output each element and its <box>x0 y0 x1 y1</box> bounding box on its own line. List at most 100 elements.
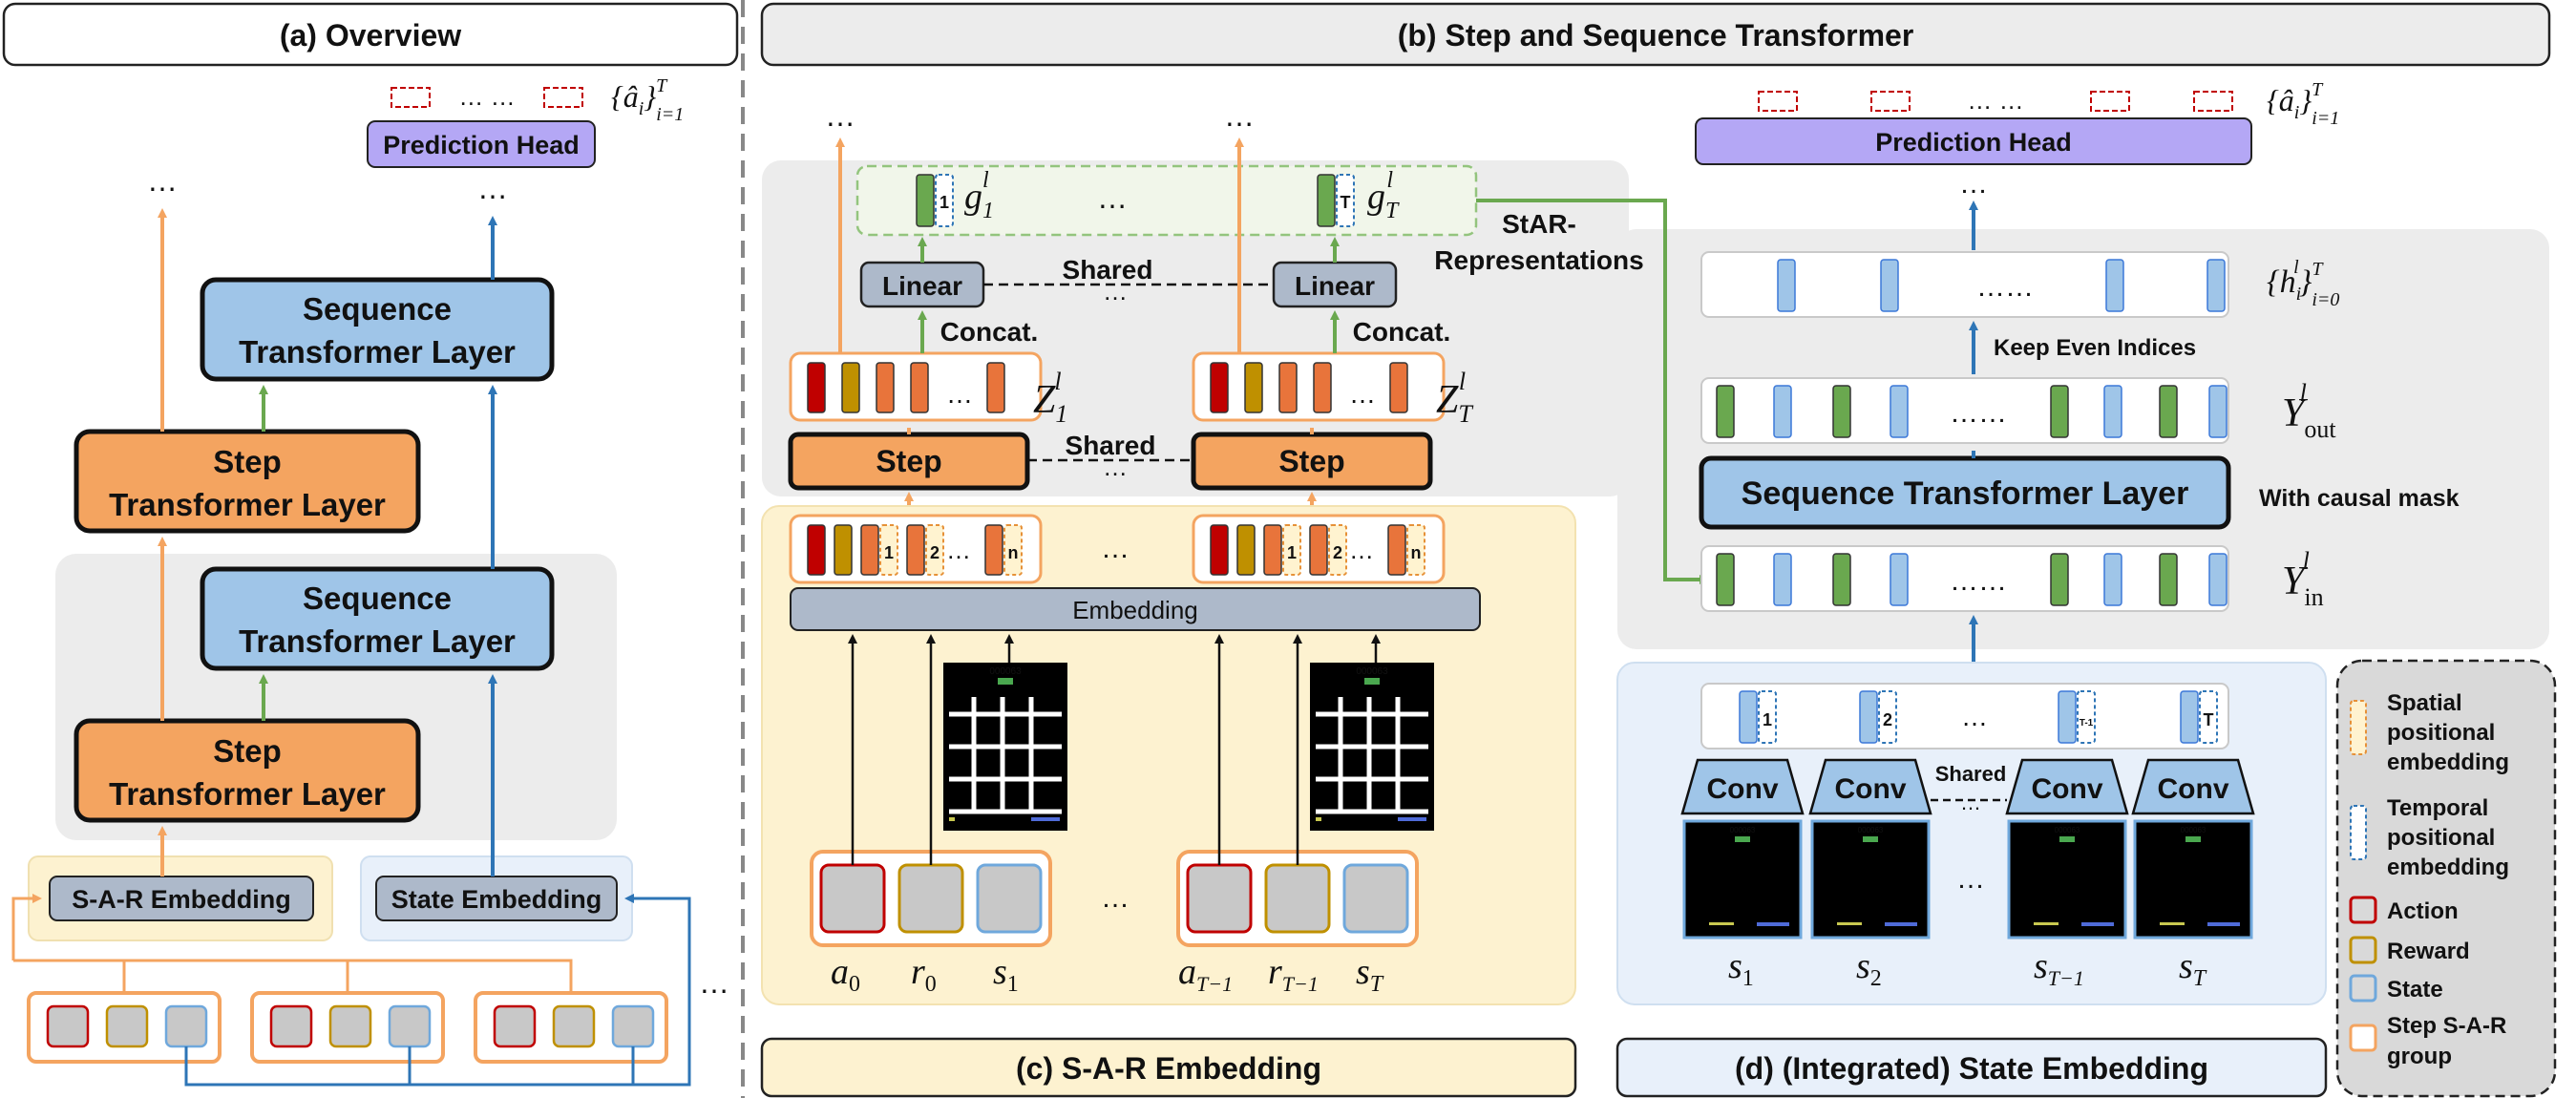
svg-text:n: n <box>1411 543 1422 562</box>
overview-sequence-layer-upper <box>200 277 555 382</box>
svg-text:…: … <box>1103 277 1128 306</box>
svg-text:Shared: Shared <box>1935 762 2007 786</box>
state-tokens-box <box>1700 683 2229 750</box>
svg-text:Shared: Shared <box>1063 255 1153 285</box>
svg-text:…: … <box>147 163 178 198</box>
overview-title: (a) Overview <box>280 18 461 53</box>
svg-text:(c) S-A-R Embedding: (c) S-A-R Embedding <box>1016 1051 1321 1086</box>
svg-text:State Embedding: State Embedding <box>391 885 602 914</box>
reward-box-T1 <box>1264 863 1331 934</box>
svg-text:(b) Step and Sequence Transfor: (b) Step and Sequence Transformer <box>1398 18 1914 53</box>
overview-state-embedding <box>375 876 618 921</box>
svg-text:embedding: embedding <box>2387 750 2509 775</box>
state-frame-2: 000063 <box>1810 819 1931 940</box>
overview-sar-embedding <box>49 876 314 921</box>
svg-text:aT−1: aT−1 <box>1178 952 1233 996</box>
conv-blocks <box>1680 758 2255 815</box>
svg-text:Z1l: Z1l <box>1033 368 1067 428</box>
svg-text:rT−1: rT−1 <box>1268 952 1319 996</box>
svg-text:s1: s1 <box>993 952 1019 997</box>
state-frame-T1: 000063 <box>2007 819 2127 940</box>
svg-text:…: … <box>1097 180 1128 215</box>
svg-text:Conv: Conv <box>2032 773 2103 805</box>
svg-text:Embedding: Embedding <box>1072 596 1198 624</box>
legend-box <box>2335 659 2557 1098</box>
overview-input-groups <box>27 991 668 1064</box>
svg-text:gTl: gTl <box>1367 168 1400 223</box>
step-green-arrows <box>918 237 1340 353</box>
svg-text:2: 2 <box>1883 710 1892 729</box>
svg-text:… …: … … <box>458 82 515 111</box>
sar-input-arrows <box>848 634 1381 865</box>
svg-text:Conv: Conv <box>1707 773 1779 805</box>
svg-text:Conv: Conv <box>2158 773 2229 805</box>
panel-step-seq: (b) Step and Sequence Transformer 1 g1l … <box>760 2 2551 680</box>
svg-text:sT: sT <box>1356 952 1384 997</box>
svg-text:State: State <box>2387 977 2443 1003</box>
svg-text:Prediction Head: Prediction Head <box>383 131 580 159</box>
panel-sar-embedding: 1 2 … n … 1 2 … n Embedding 000063 <box>760 505 1577 1098</box>
state-tokens <box>1739 690 2218 744</box>
svg-text:Transformer Layer: Transformer Layer <box>109 487 386 522</box>
svg-text:Linear: Linear <box>882 271 962 301</box>
svg-text:Conv: Conv <box>1835 773 1907 805</box>
y-in-tokens <box>1716 553 2228 606</box>
svg-text:Action: Action <box>2387 898 2459 924</box>
svg-text:…: … <box>1960 791 1981 814</box>
svg-text:…: … <box>1349 536 1374 564</box>
svg-text:Step S-A-R: Step S-A-R <box>2387 1013 2506 1039</box>
svg-text:2: 2 <box>1333 543 1342 562</box>
sar-game-frame-T: 000063 <box>1310 663 1434 831</box>
svg-text:positional: positional <box>2387 825 2495 851</box>
svg-text:ZTl: ZTl <box>1436 368 1473 428</box>
svg-text:(d) (Integrated) State Embeddi: (d) (Integrated) State Embedding <box>1735 1051 2208 1086</box>
svg-text:Step: Step <box>213 733 282 769</box>
svg-text:Sequence: Sequence <box>303 291 452 327</box>
state-frame-1: 000063 <box>1682 819 1803 940</box>
svg-text:Spatial: Spatial <box>2387 690 2462 716</box>
svg-text:s1: s1 <box>1728 946 1754 991</box>
reward-box-0 <box>897 863 964 934</box>
legend-state-swatch <box>2349 974 2377 1003</box>
svg-text:Prediction Head: Prediction Head <box>1875 128 2072 157</box>
state-frame-T: 000063 <box>2133 819 2253 940</box>
svg-text:Step: Step <box>1278 444 1344 478</box>
overview-prediction-head <box>367 120 596 168</box>
svg-text:Sequence: Sequence <box>303 581 452 616</box>
svg-text:Transformer Layer: Transformer Layer <box>109 776 386 812</box>
svg-text:T: T <box>2204 710 2214 729</box>
svg-text:…: … <box>1224 98 1255 133</box>
svg-text:…: … <box>1956 863 1985 895</box>
svg-text:1: 1 <box>1763 710 1772 729</box>
overview-predicted-actions: … … <box>391 82 583 111</box>
legend-reward-swatch <box>2349 936 2377 964</box>
svg-text:1: 1 <box>884 543 894 562</box>
seq-transformer-layer <box>1699 455 2231 530</box>
svg-text:…: … <box>1349 379 1376 409</box>
svg-text:sT−1: sT−1 <box>2034 946 2084 990</box>
svg-text:000063: 000063 <box>2181 826 2206 834</box>
sar-title-box <box>760 1037 1577 1098</box>
svg-text:Linear: Linear <box>1295 271 1375 301</box>
svg-text:g1l: g1l <box>964 168 994 223</box>
svg-text:1: 1 <box>940 193 949 212</box>
svg-text:Shared: Shared <box>1066 431 1156 460</box>
legend-spatial-swatch <box>2350 700 2367 755</box>
svg-text:…: … <box>477 171 508 205</box>
svg-text:n: n <box>1008 543 1019 562</box>
svg-text:…: … <box>946 536 971 564</box>
svg-text:…: … <box>1959 168 1988 200</box>
legend-temporal-swatch <box>2350 805 2367 860</box>
svg-text:With causal mask: With causal mask <box>2259 485 2460 512</box>
overview-step-layer-lower <box>74 718 421 823</box>
svg-text:…: … <box>825 98 855 133</box>
seq-prediction-head <box>1695 117 2252 165</box>
seq-predicted-actions: … … <box>1758 86 2233 115</box>
svg-text:000063: 000063 <box>1858 826 1884 834</box>
h-tokens-box <box>1700 251 2229 318</box>
sar-embedding-bar <box>790 587 1481 631</box>
svg-text:Transformer Layer: Transformer Layer <box>239 623 516 659</box>
